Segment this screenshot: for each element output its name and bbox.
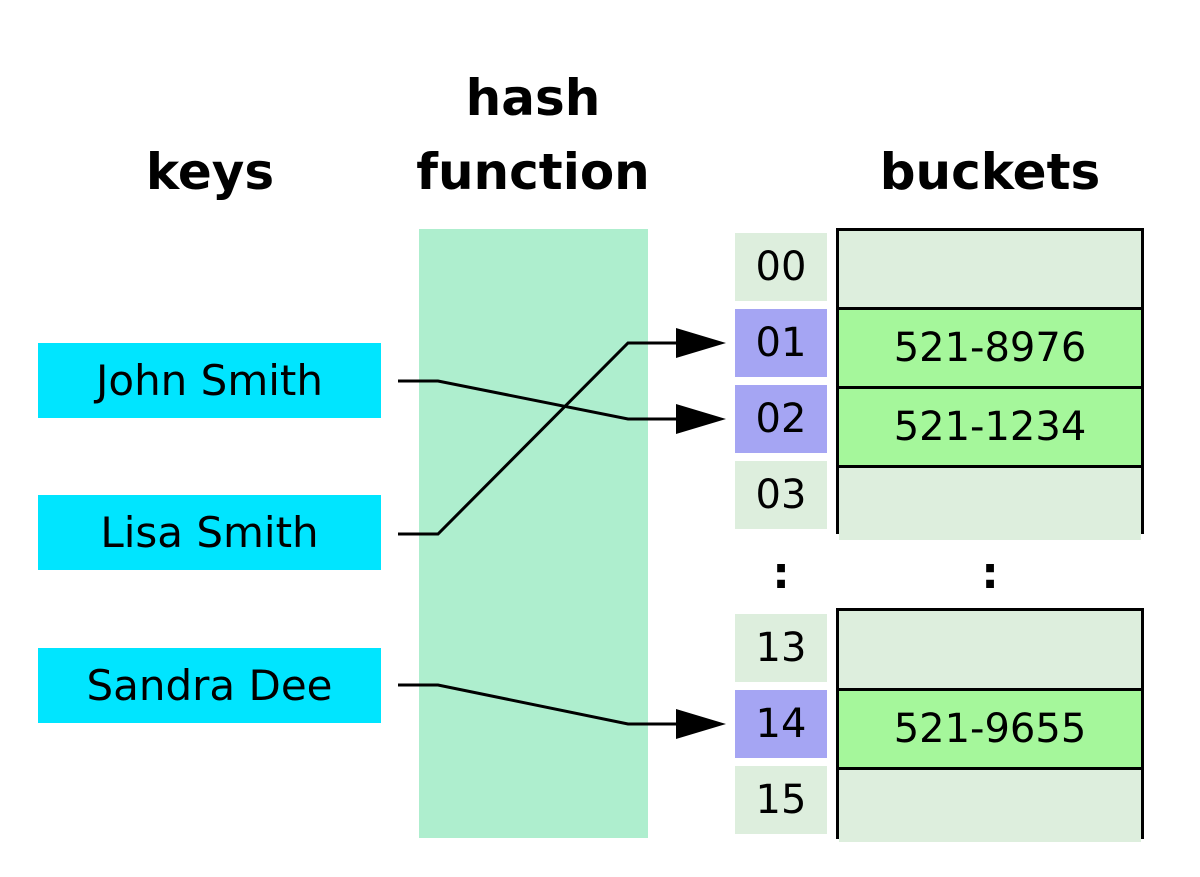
arrowhead-02	[676, 404, 726, 434]
buckets-group-top: 521-8976 521-1234	[836, 228, 1144, 540]
bucket-index-01: 01	[735, 309, 827, 377]
key-lisa-smith: Lisa Smith	[38, 495, 381, 570]
bucket-13	[839, 611, 1141, 691]
bucket-01: 521-8976	[839, 310, 1141, 389]
buckets-group-bottom: 521-9655	[836, 608, 1144, 842]
index-ellipsis: :	[772, 548, 790, 599]
bucket-index-02: 02	[735, 385, 827, 453]
bucket-15	[839, 770, 1141, 842]
arrow-john-smith-to-02	[398, 379, 676, 421]
bucket-03	[839, 468, 1141, 540]
arrow-sandra-dee-to-14	[398, 683, 676, 726]
bucket-14: 521-9655	[839, 691, 1141, 770]
bucket-index-13: 13	[735, 614, 827, 682]
bucket-index-14: 14	[735, 690, 827, 758]
bucket-ellipsis: :	[981, 548, 999, 599]
keys-heading: keys	[145, 143, 275, 201]
arrowhead-14	[676, 709, 726, 739]
bucket-index-15: 15	[735, 766, 827, 834]
hash-function-block	[419, 229, 648, 838]
bucket-index-00: 00	[735, 233, 827, 301]
buckets-heading: buckets	[879, 143, 1101, 201]
arrowhead-01	[676, 328, 726, 358]
arrow-lisa-smith-to-01	[398, 341, 676, 536]
bucket-02: 521-1234	[839, 389, 1141, 468]
hash-function-heading-line2: function	[416, 143, 650, 201]
hash-function-heading-line1: hash	[465, 69, 601, 127]
key-john-smith: John Smith	[38, 343, 381, 418]
key-sandra-dee: Sandra Dee	[38, 648, 381, 723]
bucket-index-03: 03	[735, 461, 827, 529]
bucket-00	[839, 231, 1141, 310]
